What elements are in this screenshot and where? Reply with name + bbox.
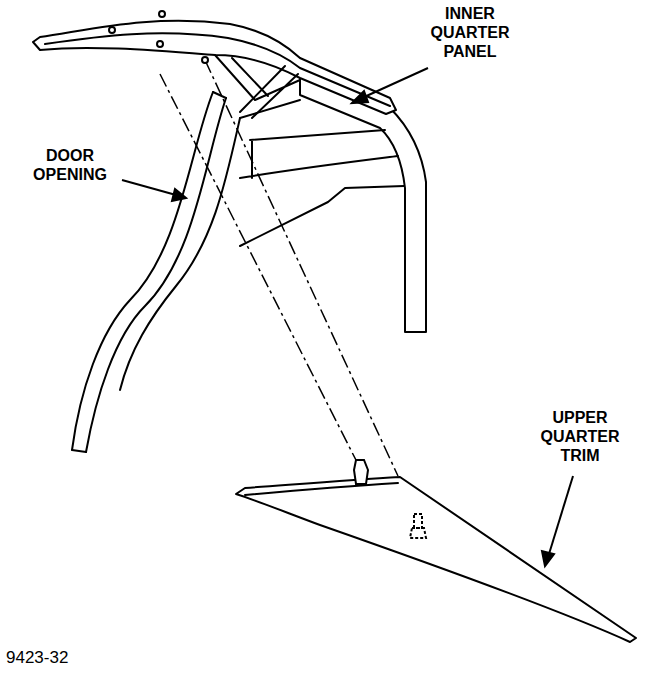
roof-rail [33,21,396,114]
leader-arrowhead [542,551,554,566]
quarter-trim [236,477,636,642]
part-label: INNER QUARTER PANEL [420,4,520,61]
part-label: DOOR OPENING [20,146,120,184]
clip-fastener [354,460,368,484]
leader-line [122,180,176,195]
panel-fold [72,92,300,452]
rail-edge [45,33,390,106]
door-opening-edge [86,98,226,452]
rail-tab [159,11,165,17]
screw-fastener [410,514,426,538]
clip-hole [202,57,208,63]
clip-hole [157,41,163,47]
panel-body [300,70,426,332]
figure-number: 9423-32 [6,648,126,667]
part-label: UPPER QUARTER TRIM [530,408,630,465]
leader-line [362,68,428,98]
panel-shelf [240,130,404,246]
alignment-line [160,74,360,468]
door-opening-edge [72,92,213,450]
trim-edge [245,483,398,495]
door-opening-edge [120,118,240,390]
leader-line [549,476,573,554]
leader-arrowhead [352,91,368,103]
alignment-line [205,60,398,476]
leader-arrowhead [172,189,186,201]
rail-tab [109,27,115,33]
